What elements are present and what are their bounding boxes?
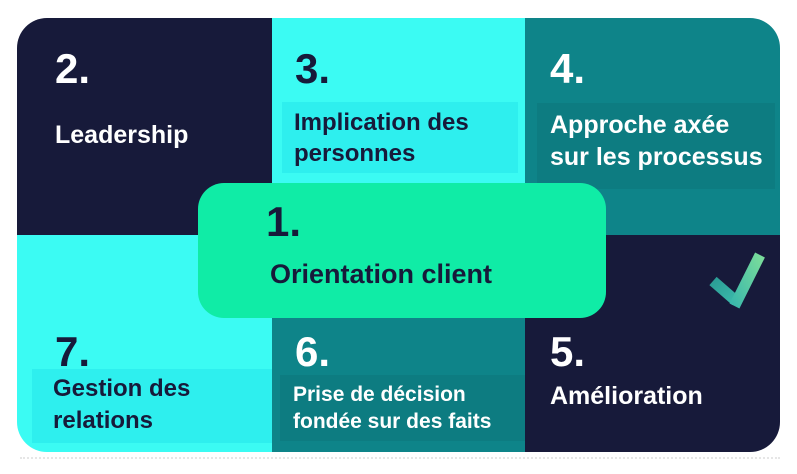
label-highlight-box: Gestion des relations (32, 369, 272, 443)
principle-number-2: 2. (55, 45, 91, 92)
label-highlight-box: Implication des personnes (282, 102, 518, 173)
label-line-1: Implication des (294, 109, 469, 136)
bottom-divider (20, 457, 780, 459)
principle-label-implication: Implication des personnes (294, 107, 469, 169)
label-line-1: Gestion des (53, 375, 191, 402)
principle-label-gestion: Gestion des relations (53, 373, 190, 437)
label-line-2: relations (53, 407, 154, 434)
label-line-1: Prise de décision (293, 383, 466, 406)
principle-label-approche: Approche axée sur les processus (550, 109, 763, 173)
label-highlight-box: Approche axée sur les processus (537, 103, 775, 189)
check-icon (704, 246, 768, 310)
principle-number-6: 6. (295, 328, 331, 375)
label-line-2: fondée sur des faits (293, 410, 492, 433)
principle-number-4: 4. (550, 45, 586, 92)
principle-label-leadership: Leadership (55, 121, 189, 149)
principle-number-5: 5. (550, 328, 586, 375)
label-line-2: sur les processus (550, 143, 763, 171)
label-line-2: personnes (294, 140, 416, 167)
principle-number-7: 7. (55, 328, 91, 375)
principle-number-3: 3. (295, 45, 331, 92)
principle-number-1: 1. (266, 198, 302, 245)
label-highlight-box: Prise de décision fondée sur des faits (280, 375, 525, 441)
cell-leadership: 2. Leadership (17, 18, 272, 235)
principle-label-orientation-client: Orientation client (270, 259, 493, 289)
principle-label-decision: Prise de décision fondée sur des faits (293, 381, 491, 435)
label-line-1: Approche axée (550, 111, 730, 139)
card-orientation-client: 1. Orientation client (198, 183, 606, 318)
principle-label-amelioration: Amélioration (550, 382, 703, 410)
